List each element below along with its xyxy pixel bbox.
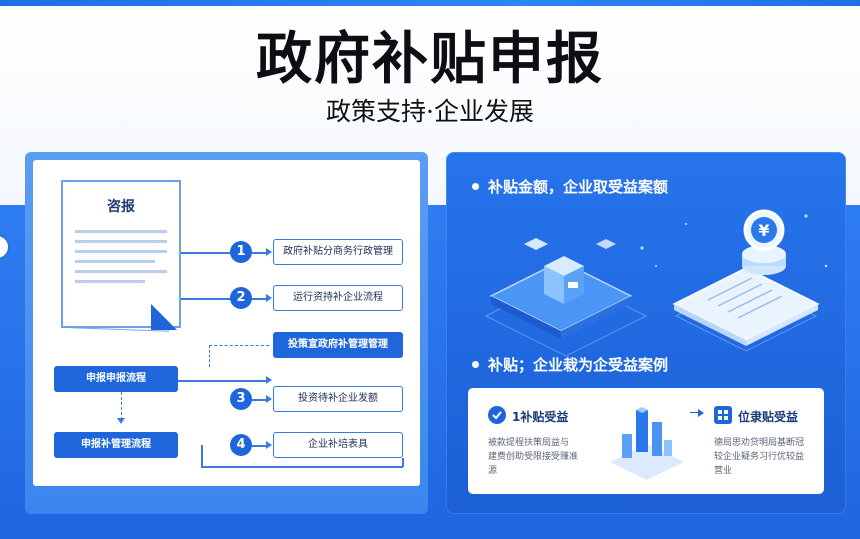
bullet-icon (472, 183, 479, 190)
dashed-connector (209, 345, 210, 367)
benefit-heading-2: 补贴；企业栽为企受益案例 (488, 356, 669, 374)
document-line (75, 280, 145, 283)
connector-line (252, 298, 268, 300)
connector-line (201, 466, 403, 468)
bar-blocks-illustration (610, 407, 684, 480)
connector-line (181, 298, 231, 300)
connector-line (201, 445, 203, 467)
shield-check-icon (488, 406, 506, 424)
arrow-icon (266, 376, 272, 384)
connector-line (252, 445, 268, 447)
dashed-connector (209, 345, 269, 346)
grid-icon (714, 406, 732, 424)
process-panel: 咨报 1 政府补贴分商务行政管理 2 运行资持补企业流程 投策宣政府补管理管理 … (25, 152, 428, 514)
document-line (75, 270, 167, 273)
document-line (75, 250, 167, 253)
yen-symbol: ¥ (758, 221, 769, 240)
document-line (75, 240, 167, 243)
platform-illustration: ¥ (484, 209, 828, 357)
side-box-apply-process[interactable]: 申报申报流程 (54, 366, 178, 392)
arrow-down-icon (117, 418, 125, 424)
document-icon: 咨报 (61, 180, 181, 330)
card-right-label: 位隶贴受益 (738, 410, 799, 424)
document-line (75, 230, 167, 233)
card-right-text: 德局思劝贷明局基断冠 较企业疑务习行优较益 营业 (714, 438, 805, 476)
arrow-icon (266, 441, 272, 449)
document-line (75, 260, 155, 263)
bullet-icon (472, 361, 479, 368)
connector-line (252, 252, 268, 254)
flow-step-1[interactable]: 政府补贴分商务行政管理 (273, 239, 403, 265)
flow-step-highlight[interactable]: 投策宣政府补管理管理 (273, 332, 403, 358)
side-box-manage-process[interactable]: 申报补管理流程 (54, 432, 178, 458)
page-title: 政府补贴申报 (256, 27, 604, 92)
flow-step-4[interactable]: 企业补培表具 (273, 432, 403, 458)
card-left-text: 被款提程扶策局益与 建费创助受限接受赚准 源 (488, 438, 579, 476)
document-fold (151, 304, 177, 330)
connector-line (402, 458, 404, 467)
connector-line (178, 380, 268, 382)
arrow-icon (698, 409, 704, 417)
arrow-icon (266, 294, 272, 302)
benefit-card: 1补贴受益 被款提程扶策局益与 建费创助受限接受赚准 源 位隶贴受益 德局思劝贷… (468, 388, 824, 494)
top-accent-bar (0, 0, 860, 6)
flow-step-3[interactable]: 投资待补企业发额 (273, 386, 403, 412)
document-title: 咨报 (107, 199, 135, 215)
step-1-badge: 1 (230, 241, 252, 263)
edge-handle[interactable] (0, 236, 8, 258)
step-4-badge: 4 (230, 434, 252, 456)
connector-line (252, 399, 268, 401)
process-diagram: 咨报 1 政府补贴分商务行政管理 2 运行资持补企业流程 投策宣政府补管理管理 … (33, 160, 420, 486)
benefit-heading-1: 补贴金额，企业取受益案额 (488, 178, 669, 196)
arrow-icon (266, 395, 272, 403)
dashed-connector (121, 392, 122, 420)
platform-right-top (672, 267, 820, 341)
step-2-badge: 2 (230, 287, 252, 309)
card-left-label: 1补贴受益 (512, 410, 569, 424)
connector-line (181, 252, 231, 254)
arrow-icon (266, 248, 272, 256)
arrow-right-icon (690, 412, 700, 413)
flow-step-2[interactable]: 运行资持补企业流程 (273, 285, 403, 311)
step-3-badge: 3 (230, 388, 252, 410)
page-subtitle: 政策支持·企业发展 (326, 97, 534, 126)
